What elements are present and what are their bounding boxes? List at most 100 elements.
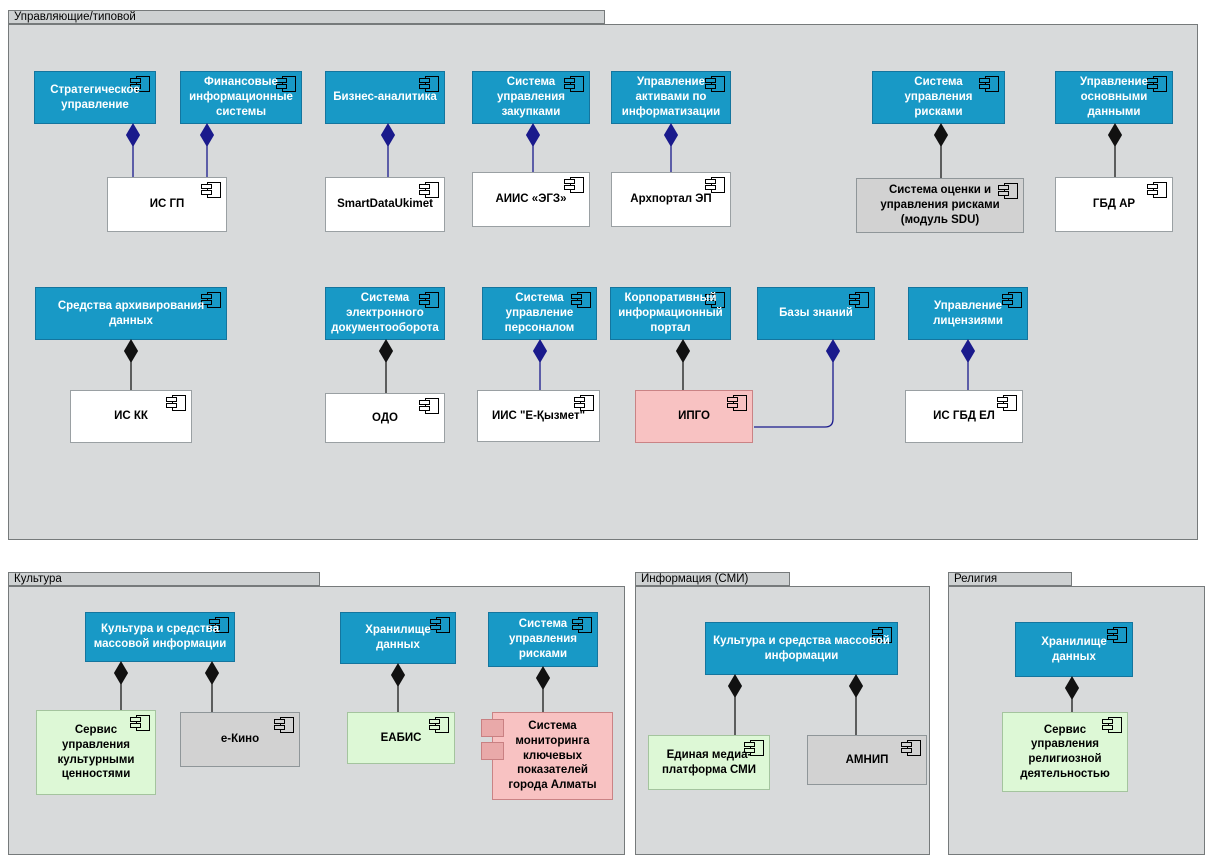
component-icon [419, 292, 439, 308]
component-is-gbd-el[interactable]: ИС ГБД ЕЛ [905, 390, 1023, 443]
group-tab-religiya[interactable]: Религия [948, 572, 1072, 586]
component-sistema-riskov[interactable]: Система управления рисками [872, 71, 1005, 124]
component-icon [1107, 627, 1127, 643]
component-strategicheskoe-upravlenie[interactable]: Стратегическое управление [34, 71, 156, 124]
component-label: Система управления закупками [497, 76, 565, 118]
component-finansovye-sistemy[interactable]: Финансовые информационные системы [180, 71, 302, 124]
component-icon [130, 76, 150, 92]
component-icon [872, 627, 892, 643]
component-label: Система оценки и управления рисками (мод… [880, 184, 1000, 226]
component-is-kk[interactable]: ИС КК [70, 390, 192, 443]
component-aiis-egz[interactable]: АИИС «ЭГЗ» [472, 172, 590, 227]
component-icon [419, 398, 439, 414]
component-label: Хранилище данных [365, 624, 431, 651]
component-label: Управление активами по информатизации [621, 76, 721, 118]
component-upravlenie-personalom[interactable]: Система управление персоналом [482, 287, 597, 340]
component-icon [574, 395, 594, 411]
component-khranilishche-dannykh-2[interactable]: Хранилище данных [1015, 622, 1133, 677]
component-icon [1102, 717, 1122, 733]
component-sistema-monitoringa-almaty[interactable]: Система мониторинга ключевых показателей… [481, 712, 613, 800]
component-is-gp[interactable]: ИС ГП [107, 177, 227, 232]
component-label: ИС КК [114, 410, 148, 423]
component-icon [430, 617, 450, 633]
component-label: ОДО [372, 411, 398, 424]
component-smartdataukimet[interactable]: SmartDataUkimet [325, 177, 445, 232]
component-servis-kulturnykh-tsennostei[interactable]: Сервис управления культурными ценностями [36, 710, 156, 795]
component-icon [901, 740, 921, 756]
group-tab-upravlyayushchie[interactable]: Управляющие/типовой [8, 10, 605, 24]
component-edinaya-media-platforma[interactable]: Единая медиа-платформа СМИ [648, 735, 770, 790]
component-label: Система управления рисками [904, 76, 973, 118]
component-icon [429, 717, 449, 733]
group-tab-informatsiya-smi[interactable]: Информация (СМИ) [635, 572, 790, 586]
component-icon [1147, 76, 1167, 92]
component-icon [209, 617, 229, 633]
component-icon [849, 292, 869, 308]
component-icon [572, 617, 592, 633]
component-kultura-i-smi[interactable]: Культура и средства массовой информации [85, 612, 235, 662]
component-label: Базы знаний [779, 307, 853, 320]
component-label: е-Кино [220, 733, 260, 746]
component-e-kino[interactable]: е-Кино [180, 712, 300, 767]
component-sistema-otsenki-sdu[interactable]: Система оценки и управления рисками (мод… [856, 178, 1024, 233]
component-sistema-riskov-kultura[interactable]: Система управления рисками [488, 612, 598, 667]
component-label: Сервис управления религиозной деятельнос… [1020, 723, 1110, 780]
component-icon [419, 182, 439, 198]
component-label: Система электронного документооборота [331, 292, 439, 334]
component-odo[interactable]: ОДО [325, 393, 445, 443]
component-icon [276, 76, 296, 92]
component-eabis[interactable]: ЕАБИС [347, 712, 455, 764]
component-icon [564, 76, 584, 92]
port-icon [481, 742, 504, 760]
component-upravlenie-aktivami[interactable]: Управление активами по информатизации [611, 71, 731, 124]
component-label: ГБД АР [1092, 198, 1136, 211]
component-icon [705, 292, 725, 308]
component-label: Система мониторинга ключевых показателей… [508, 720, 597, 792]
component-bazy-znanii[interactable]: Базы знаний [757, 287, 875, 340]
component-label: ЕАБИС [380, 731, 422, 744]
component-korporativnyi-portal[interactable]: Корпоративный информационный портал [610, 287, 731, 340]
component-label: Бизнес-аналитика [333, 91, 437, 104]
component-label: Финансовые информационные системы [189, 76, 293, 118]
component-label: Средства архивирования данных [57, 299, 205, 327]
component-label: Стратегическое управление [50, 83, 140, 111]
component-label: ИС ГП [149, 198, 185, 211]
component-amnip[interactable]: АМНИП [807, 735, 927, 785]
group-tab-kultura[interactable]: Культура [8, 572, 320, 586]
component-icon [1147, 182, 1167, 198]
component-label: Управление лицензиями [933, 299, 1003, 327]
component-icon [705, 177, 725, 193]
component-label: Сервис управления культурными ценностями [57, 724, 135, 781]
component-sistema-zakupok[interactable]: Система управления закупками [472, 71, 590, 124]
component-gbd-ar[interactable]: ГБД АР [1055, 177, 1173, 232]
component-label: Система управления рисками [509, 618, 577, 660]
component-label: ИС ГБД ЕЛ [933, 410, 995, 423]
component-label: Архпортал ЭП [630, 193, 712, 206]
component-arkhportal-ep[interactable]: Архпортал ЭП [611, 172, 731, 227]
component-label: Хранилище данных [1041, 635, 1107, 663]
component-label: Культура и средства массовой информации [93, 623, 227, 650]
component-biznes-analitika[interactable]: Бизнес-аналитика [325, 71, 445, 124]
component-icon [274, 717, 294, 733]
component-kultura-i-smi-2[interactable]: Культура и средства массовой информации [705, 622, 898, 675]
component-label: АМНИП [845, 753, 889, 766]
component-ipgo[interactable]: ИПГО [635, 390, 753, 443]
component-icon [1002, 292, 1022, 308]
component-iis-e-kyzmet[interactable]: ИИС "Е-Қызмет" [477, 390, 600, 442]
component-servis-religioznoi-deyatelnosti[interactable]: Сервис управления религиозной деятельнос… [1002, 712, 1128, 792]
component-label: АИИС «ЭГЗ» [495, 193, 567, 206]
component-icon [744, 740, 764, 756]
component-sredstva-arkhivirovaniya[interactable]: Средства архивирования данных [35, 287, 227, 340]
component-osnovnye-dannye[interactable]: Управление основными данными [1055, 71, 1173, 124]
component-icon [997, 395, 1017, 411]
component-label: SmartDataUkimet [337, 198, 433, 211]
component-icon [419, 76, 439, 92]
component-icon [166, 395, 186, 411]
component-label: Единая медиа-платформа СМИ [661, 748, 757, 776]
component-khranilishche-dannykh[interactable]: Хранилище данных [340, 612, 456, 664]
component-upravlenie-litsenziyami[interactable]: Управление лицензиями [908, 287, 1028, 340]
component-sistema-dokumentooborota[interactable]: Система электронного документооборота [325, 287, 445, 340]
component-icon [727, 395, 747, 411]
component-icon [705, 76, 725, 92]
